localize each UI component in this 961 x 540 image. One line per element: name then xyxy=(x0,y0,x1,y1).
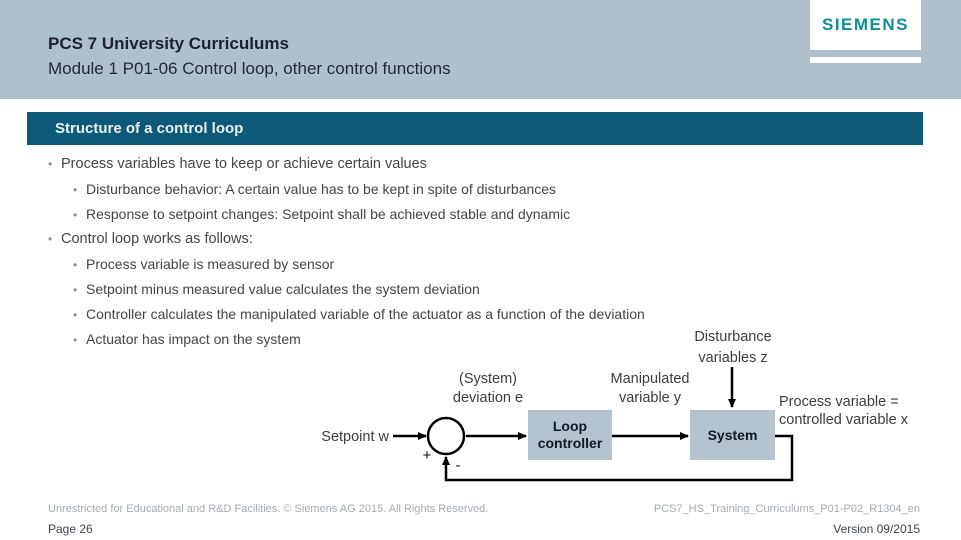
loop-controller-box: Loop controller xyxy=(528,410,612,460)
bullet-text: Process variable is measured by sensor xyxy=(86,256,335,272)
bullet-text: Actuator has impact on the system xyxy=(86,331,301,347)
bullet-text: Controller calculates the manipulated va… xyxy=(86,306,645,322)
bullet-marker: • xyxy=(73,258,78,272)
siemens-logo-text: SIEMENS xyxy=(821,15,910,34)
footer-version: Version 09/2015 xyxy=(833,522,920,536)
section-title-bar: Structure of a control loop xyxy=(27,112,923,145)
bullet-marker: • xyxy=(48,232,53,246)
footer-page-number: Page 26 xyxy=(48,522,93,536)
bullet-item: • Actuator has impact on the system xyxy=(40,327,930,352)
bullet-marker: • xyxy=(48,157,53,171)
bullet-item: • Controller calculates the manipulated v… xyxy=(40,302,930,327)
bullet-marker: • xyxy=(73,308,78,322)
bullet-text: Setpoint minus measured value calculates… xyxy=(86,281,480,297)
footer-copyright: Unrestricted for Educational and R&D Fac… xyxy=(48,503,489,515)
bullet-marker: • xyxy=(73,208,78,222)
bullet-item: • Control loop works as follows: xyxy=(40,227,930,252)
bullet-text: Disturbance behavior: A certain value ha… xyxy=(86,181,557,197)
bullet-marker: • xyxy=(73,183,78,197)
bullet-item: • Process variable is measured by sensor xyxy=(40,252,930,277)
logo-underline-strip xyxy=(810,57,921,63)
bullet-text: Control loop works as follows: xyxy=(61,231,253,247)
bullet-text: Response to setpoint changes: Setpoint s… xyxy=(86,206,571,222)
slide-header: PCS 7 University Curriculums Module 1 P0… xyxy=(0,0,961,99)
disturbance-variables-label: Disturbance variables z xyxy=(694,329,772,366)
minus-sign: - xyxy=(455,457,461,474)
system-deviation-label: (System) deviation e xyxy=(452,371,524,406)
bullet-item: • Disturbance behavior: A certain value h… xyxy=(40,177,930,202)
bullet-item: • Process variables have to keep or achie… xyxy=(40,152,930,177)
presentation-title: PCS 7 University Curriculums xyxy=(48,34,289,53)
module-subtitle: Module 1 P01-06 Control loop, other cont… xyxy=(48,59,451,78)
bullet-item: • Setpoint minus measured value calculate… xyxy=(40,277,930,302)
process-variable-label: Process variable = controlled variable x xyxy=(779,394,908,428)
bullet-marker: • xyxy=(73,283,78,297)
plus-sign: + xyxy=(422,447,432,464)
section-title: Structure of a control loop xyxy=(55,120,244,137)
siemens-logo: SIEMENS xyxy=(810,0,921,50)
footer-document-name: PCS7_HS_Training_Curriculums_P01-P02_R13… xyxy=(653,503,920,515)
bullet-text: Process variables have to keep or achiev… xyxy=(61,156,427,172)
setpoint-label: Setpoint w xyxy=(321,429,389,445)
bullet-item: • Response to setpoint changes: Setpoint … xyxy=(40,202,930,227)
bullet-list: • Process variables have to keep or achie… xyxy=(40,152,930,352)
bullet-marker: • xyxy=(73,333,78,347)
manipulated-variable-label: Manipulated variable y xyxy=(610,371,690,406)
system-box: System xyxy=(690,410,775,460)
